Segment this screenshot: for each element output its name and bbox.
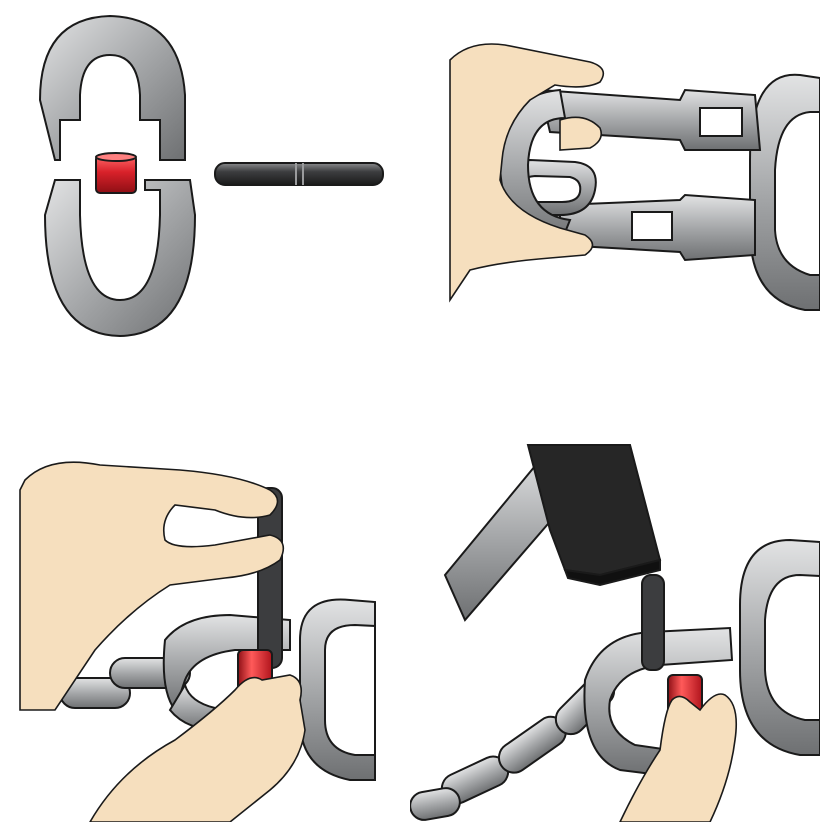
upper-link-half [40,16,185,160]
chain-link-right [750,75,820,310]
large-chain-link [740,540,820,755]
red-sleeve [96,153,136,193]
step-2-join-panel [410,0,820,410]
hammer-head [528,445,660,585]
pin [642,575,664,670]
large-chain-link [300,600,375,781]
lower-link-half [45,180,195,336]
step-3-insert-pin-panel [0,410,410,822]
step-4-hammer-pin-panel [410,410,820,822]
pin [215,163,383,185]
step-1-exploded-link-panel [0,0,410,410]
